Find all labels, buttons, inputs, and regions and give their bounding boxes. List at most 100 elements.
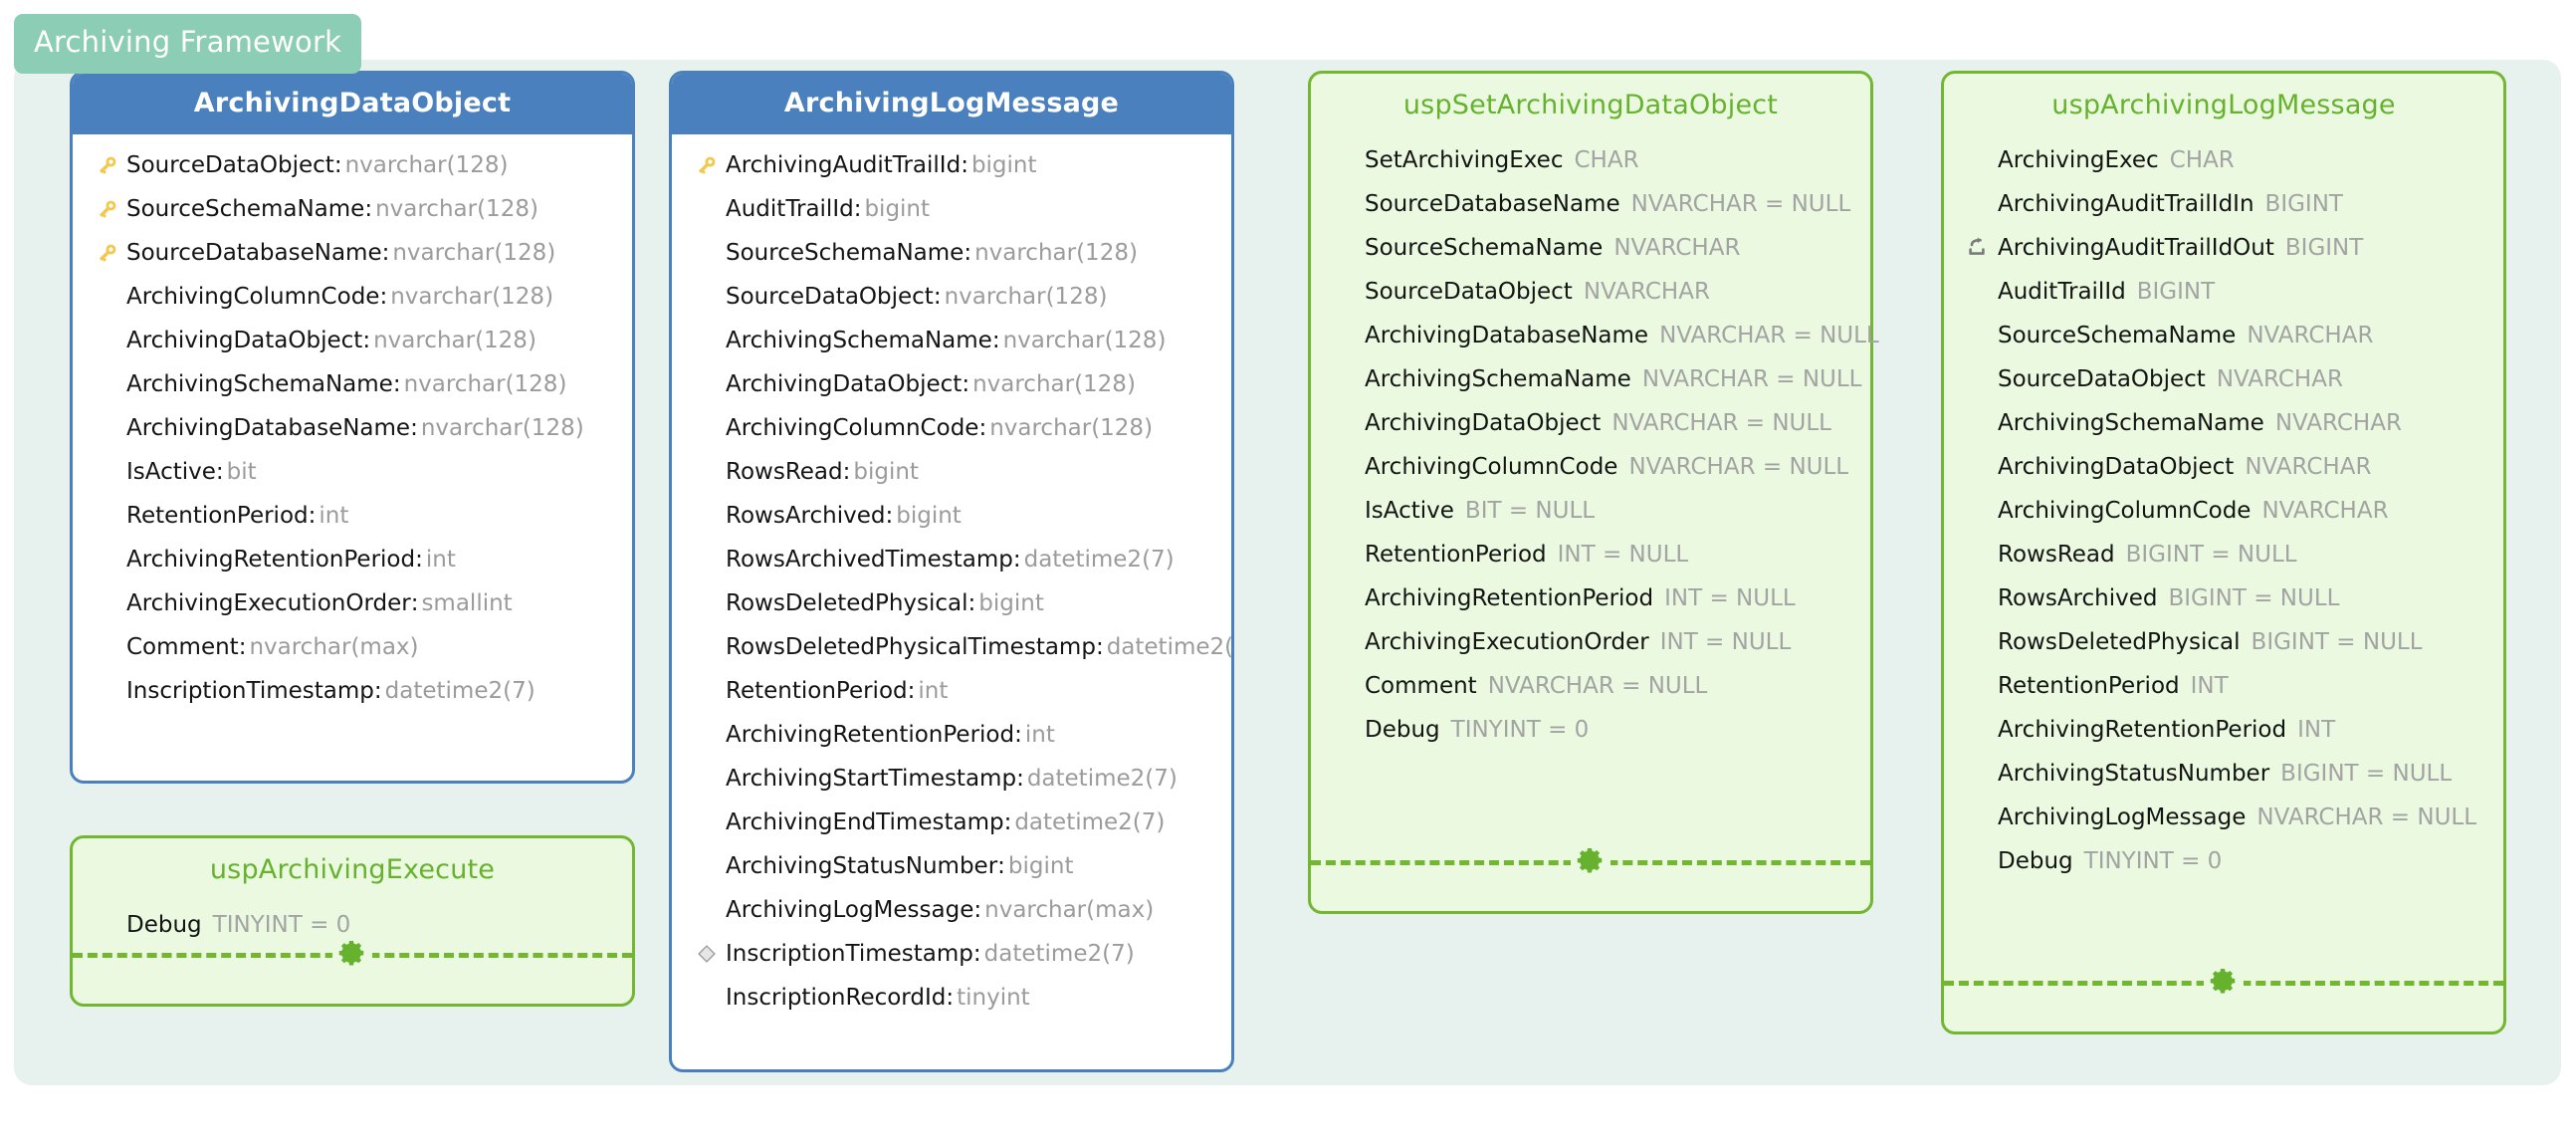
field-row[interactable]: ArchivingDataObject:nvarchar(128) [73, 319, 632, 362]
field-row[interactable]: SourceSchemaName:nvarchar(128) [672, 231, 1231, 275]
field-row[interactable]: ArchivingExecutionOrder:smallint [73, 581, 632, 625]
gear-icon[interactable] [332, 933, 372, 973]
field-row[interactable]: ArchivingEndTimestamp:datetime2(7) [672, 801, 1231, 844]
field-name: ArchivingExecutionOrder [126, 590, 411, 616]
field-name: RowsArchived [726, 503, 886, 529]
field-row[interactable]: ArchivingRetentionPeriod:int [672, 713, 1231, 757]
field-type: BIGINT = NULL [2251, 629, 2423, 655]
field-row[interactable]: ArchivingLogMessage:nvarchar(max) [672, 888, 1231, 932]
field-type: datetime2(7) [1023, 547, 1175, 573]
field-name: ArchivingColumnCode [126, 284, 380, 310]
field-row[interactable]: SourceDatabaseName:nvarchar(128) [73, 231, 632, 275]
field-name: IsActive [1365, 498, 1454, 524]
field-row[interactable]: IsActive:bit [73, 450, 632, 494]
field-row[interactable]: InscriptionTimestamp:datetime2(7) [73, 669, 632, 713]
gear-icon[interactable] [2204, 961, 2244, 1001]
field-name: Debug [1998, 848, 2073, 874]
field-separator: : [973, 897, 982, 923]
field-row[interactable]: ArchivingSchemaName:nvarchar(128) [73, 362, 632, 406]
field-row[interactable]: InscriptionTimestamp:datetime2(7) [672, 932, 1231, 976]
field-row[interactable]: AuditTrailId:bigint [672, 187, 1231, 231]
field-row[interactable]: RowsDeletedPhysical:bigint [672, 581, 1231, 625]
field-row[interactable]: ArchivingAuditTrailId:bigint [672, 143, 1231, 187]
field-icon-placeholder [692, 807, 722, 837]
field-row[interactable]: SourceDataObject:nvarchar(128) [672, 275, 1231, 319]
field-row[interactable]: RowsArchivedTimestamp:datetime2(7) [672, 538, 1231, 581]
gear-icon[interactable] [1571, 840, 1610, 880]
field-name: ArchivingAuditTrailIdOut [1998, 235, 2274, 261]
field-row[interactable]: ArchivingStatusNumber:bigint [672, 844, 1231, 888]
field-row[interactable]: Comment:nvarchar(max) [73, 625, 632, 669]
field-icon-placeholder [1964, 759, 1994, 789]
field-name: ArchivingLogMessage [1998, 804, 2247, 830]
field-icon-placeholder [1964, 496, 1994, 526]
field-row[interactable]: RetentionPeriod:int [73, 494, 632, 538]
field-row[interactable]: ArchivingColumnCode:nvarchar(128) [73, 275, 632, 319]
field-row[interactable]: RowsDeletedPhysicalTimestamp:datetime2(7… [672, 625, 1231, 669]
field-row[interactable]: SourceDataObject:nvarchar(128) [73, 143, 632, 187]
field-type: nvarchar(128) [375, 196, 538, 222]
field-name: ArchivingDataObject [1365, 410, 1602, 436]
field-row[interactable]: RowsRead:bigint [672, 450, 1231, 494]
field-row[interactable]: ArchivingRetentionPeriod:int [73, 538, 632, 581]
field-row[interactable]: InscriptionRecordId:tinyint [672, 976, 1231, 1020]
field-row[interactable]: ArchivingSchemaName:nvarchar(128) [672, 319, 1231, 362]
field-type: smallint [421, 590, 513, 616]
field-row[interactable]: ArchivingDataObject:nvarchar(128) [672, 362, 1231, 406]
procedure-footer [1311, 831, 1870, 891]
field-icon-placeholder [692, 895, 722, 925]
field-type: nvarchar(128) [392, 240, 556, 266]
field-row[interactable]: RowsArchived:bigint [672, 494, 1231, 538]
field-row[interactable]: RetentionPeriod:int [672, 669, 1231, 713]
field-row[interactable]: ArchivingDatabaseName:nvarchar(128) [73, 406, 632, 450]
field-name: ArchivingStartTimestamp [726, 766, 1017, 792]
field-separator: : [215, 459, 224, 485]
field-name: SourceDataObject [126, 152, 334, 178]
field-type: datetime2(7) [1014, 809, 1166, 835]
field-row[interactable]: ArchivingColumnCode:nvarchar(128) [672, 406, 1231, 450]
field-row[interactable]: SourceSchemaName:nvarchar(128) [73, 187, 632, 231]
field-row[interactable]: ArchivingStartTimestamp:datetime2(7) [672, 757, 1231, 801]
field-type: INT = NULL [1664, 585, 1796, 611]
